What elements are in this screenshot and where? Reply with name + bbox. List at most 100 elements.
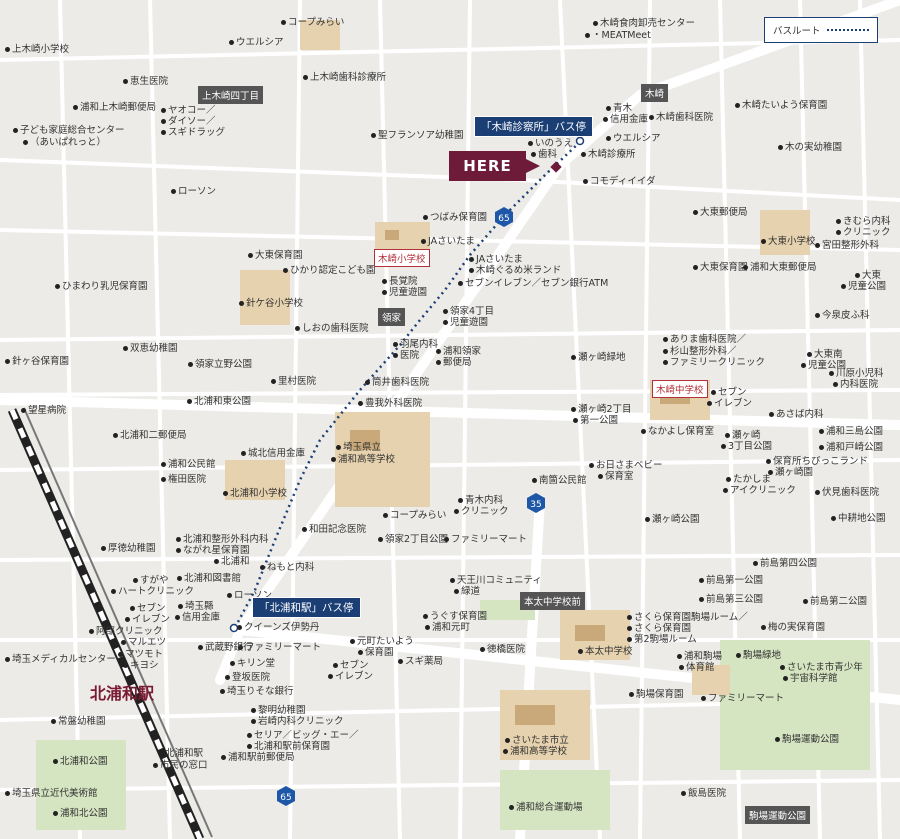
- poi-label: 浦和上木崎郵便局: [80, 102, 157, 113]
- poi-label: きむら内科: [843, 216, 891, 227]
- poi-dot-icon: [677, 654, 682, 659]
- bus-stop-tag: 本太中学校前: [520, 592, 586, 610]
- poi-label: スギドラッグ: [168, 127, 226, 138]
- route-number: 65: [498, 214, 509, 224]
- poi-dot-icon: [423, 215, 428, 220]
- poi-dot-icon: [225, 675, 230, 680]
- poi-dot-icon: [251, 719, 256, 724]
- poi-dot-icon: [699, 597, 704, 602]
- poi-label: 北浦和駅前保育園: [254, 741, 331, 752]
- poi-label: 羽尾内科: [400, 339, 439, 350]
- poi-dot-icon: [815, 243, 820, 248]
- poi-dot-icon: [768, 470, 773, 475]
- school-label-kizaki-junior: 木崎中学校: [652, 380, 708, 398]
- poi-label: 領家立野公園: [195, 359, 253, 370]
- poi-label: 北浦和整形外科内科: [183, 534, 269, 545]
- poi-label: 北浦和駅: [165, 748, 204, 759]
- poi-label: ねもと内科: [267, 562, 315, 573]
- poi-dot-icon: [358, 650, 363, 655]
- poi-label: さくら保育園駒場ルーム／: [634, 612, 748, 623]
- poi-label: ・MEATMeet: [592, 30, 651, 41]
- poi-dot-icon: [693, 210, 698, 215]
- poi-dot-icon: [331, 457, 336, 462]
- poi-dot-icon: [649, 115, 654, 120]
- poi-dot-icon: [469, 257, 474, 262]
- poi-label: 双恵幼稚園: [130, 343, 178, 354]
- poi-label: 北浦和: [221, 556, 250, 567]
- poi-label: 木崎食肉卸売センター: [600, 18, 696, 29]
- poi-dot-icon: [807, 352, 812, 357]
- poi-dot-icon: [383, 513, 388, 518]
- poi-dot-icon: [13, 128, 18, 133]
- poi-label: 郵便局: [443, 357, 472, 368]
- poi-label: ファミリーマート: [708, 693, 785, 704]
- poi-label: 埼玉県立近代美術館: [12, 788, 98, 799]
- poi-label: 児童遊園: [450, 317, 489, 328]
- poi-dot-icon: [229, 40, 234, 45]
- poi-label: セブン: [340, 660, 369, 671]
- poi-dot-icon: [735, 103, 740, 108]
- poi-label: 浦和三島公園: [826, 426, 884, 437]
- poi-dot-icon: [123, 663, 128, 668]
- poi-label: 浦和元町: [432, 622, 471, 633]
- poi-label: 医院: [400, 350, 420, 361]
- poi-dot-icon: [187, 399, 192, 404]
- poi-label: 針ヶ谷保育園: [12, 356, 70, 367]
- route-shield-icon: 65: [495, 207, 513, 227]
- poi-dot-icon: [436, 349, 441, 354]
- poi-label: ひまわり乳児保育園: [62, 281, 148, 292]
- poi-label: 大東保育園: [255, 250, 303, 261]
- poi-dot-icon: [775, 737, 780, 742]
- poi-label: 今泉皮ふ科: [822, 310, 870, 321]
- poi-dot-icon: [723, 488, 728, 493]
- poi-dot-icon: [681, 791, 686, 796]
- poi-label: 大東: [862, 270, 882, 281]
- poi-label: 埼玉りそな銀行: [227, 686, 294, 697]
- poi-dot-icon: [5, 657, 10, 662]
- poi-dot-icon: [161, 462, 166, 467]
- here-marker: HERE: [449, 151, 540, 181]
- poi-dot-icon: [53, 811, 58, 816]
- poi-label: 浦和駒場: [684, 651, 723, 662]
- poi-dot-icon: [425, 625, 430, 630]
- poi-label: 筒井歯科医院: [372, 377, 430, 388]
- poi-dot-icon: [855, 273, 860, 278]
- poi-label: 聖フランソア幼稚園: [378, 130, 464, 141]
- poi-label: 木崎たいよう保育園: [742, 100, 828, 111]
- poi-label: 領家4丁目: [450, 306, 495, 317]
- poi-dot-icon: [123, 79, 128, 84]
- poi-label: 浦和大東郵便局: [750, 262, 817, 273]
- poi-label: 木崎ぐるめ米ランド: [476, 265, 562, 276]
- poi-label: JAさいたま: [428, 236, 475, 247]
- poi-dot-icon: [382, 279, 387, 284]
- poi-label: 浦和戸崎公園: [826, 442, 884, 453]
- poi-label: 埼玉県立: [343, 442, 382, 453]
- bus-stop-tag: 上木崎四丁目: [198, 86, 264, 104]
- poi-label: 北浦和二郵便局: [120, 430, 187, 441]
- poi-dot-icon: [21, 408, 26, 413]
- poi-dot-icon: [679, 665, 684, 670]
- poi-dot-icon: [726, 477, 731, 482]
- poi-dot-icon: [629, 692, 634, 697]
- poi-label: 宮田整形外科: [822, 240, 880, 251]
- poi-dot-icon: [5, 359, 10, 364]
- poi-label: 厚徳幼稚園: [108, 543, 156, 554]
- poi-dot-icon: [783, 676, 788, 681]
- poi-label: うぐす保育園: [430, 611, 488, 622]
- legend-label: バスルート: [773, 26, 821, 37]
- route-shield-icon: 65: [277, 786, 295, 806]
- poi-label: 瀬ヶ崎公園: [652, 514, 700, 525]
- poi-label: 権田医院: [168, 474, 207, 485]
- poi-label: ファミリーマート: [245, 642, 322, 653]
- poi-dot-icon: [237, 625, 242, 630]
- poi-label: 武蔵野銀行: [205, 642, 253, 653]
- poi-dot-icon: [153, 763, 158, 768]
- poi-label: 宇宙科学館: [790, 673, 838, 684]
- poi-dot-icon: [819, 429, 824, 434]
- poi-dot-icon: [251, 708, 256, 713]
- route-number: 65: [280, 793, 291, 803]
- poi-dot-icon: [175, 615, 180, 620]
- poi-dot-icon: [55, 284, 60, 289]
- poi-label: 保育所ちびっこランド: [773, 456, 869, 467]
- poi-dot-icon: [113, 433, 118, 438]
